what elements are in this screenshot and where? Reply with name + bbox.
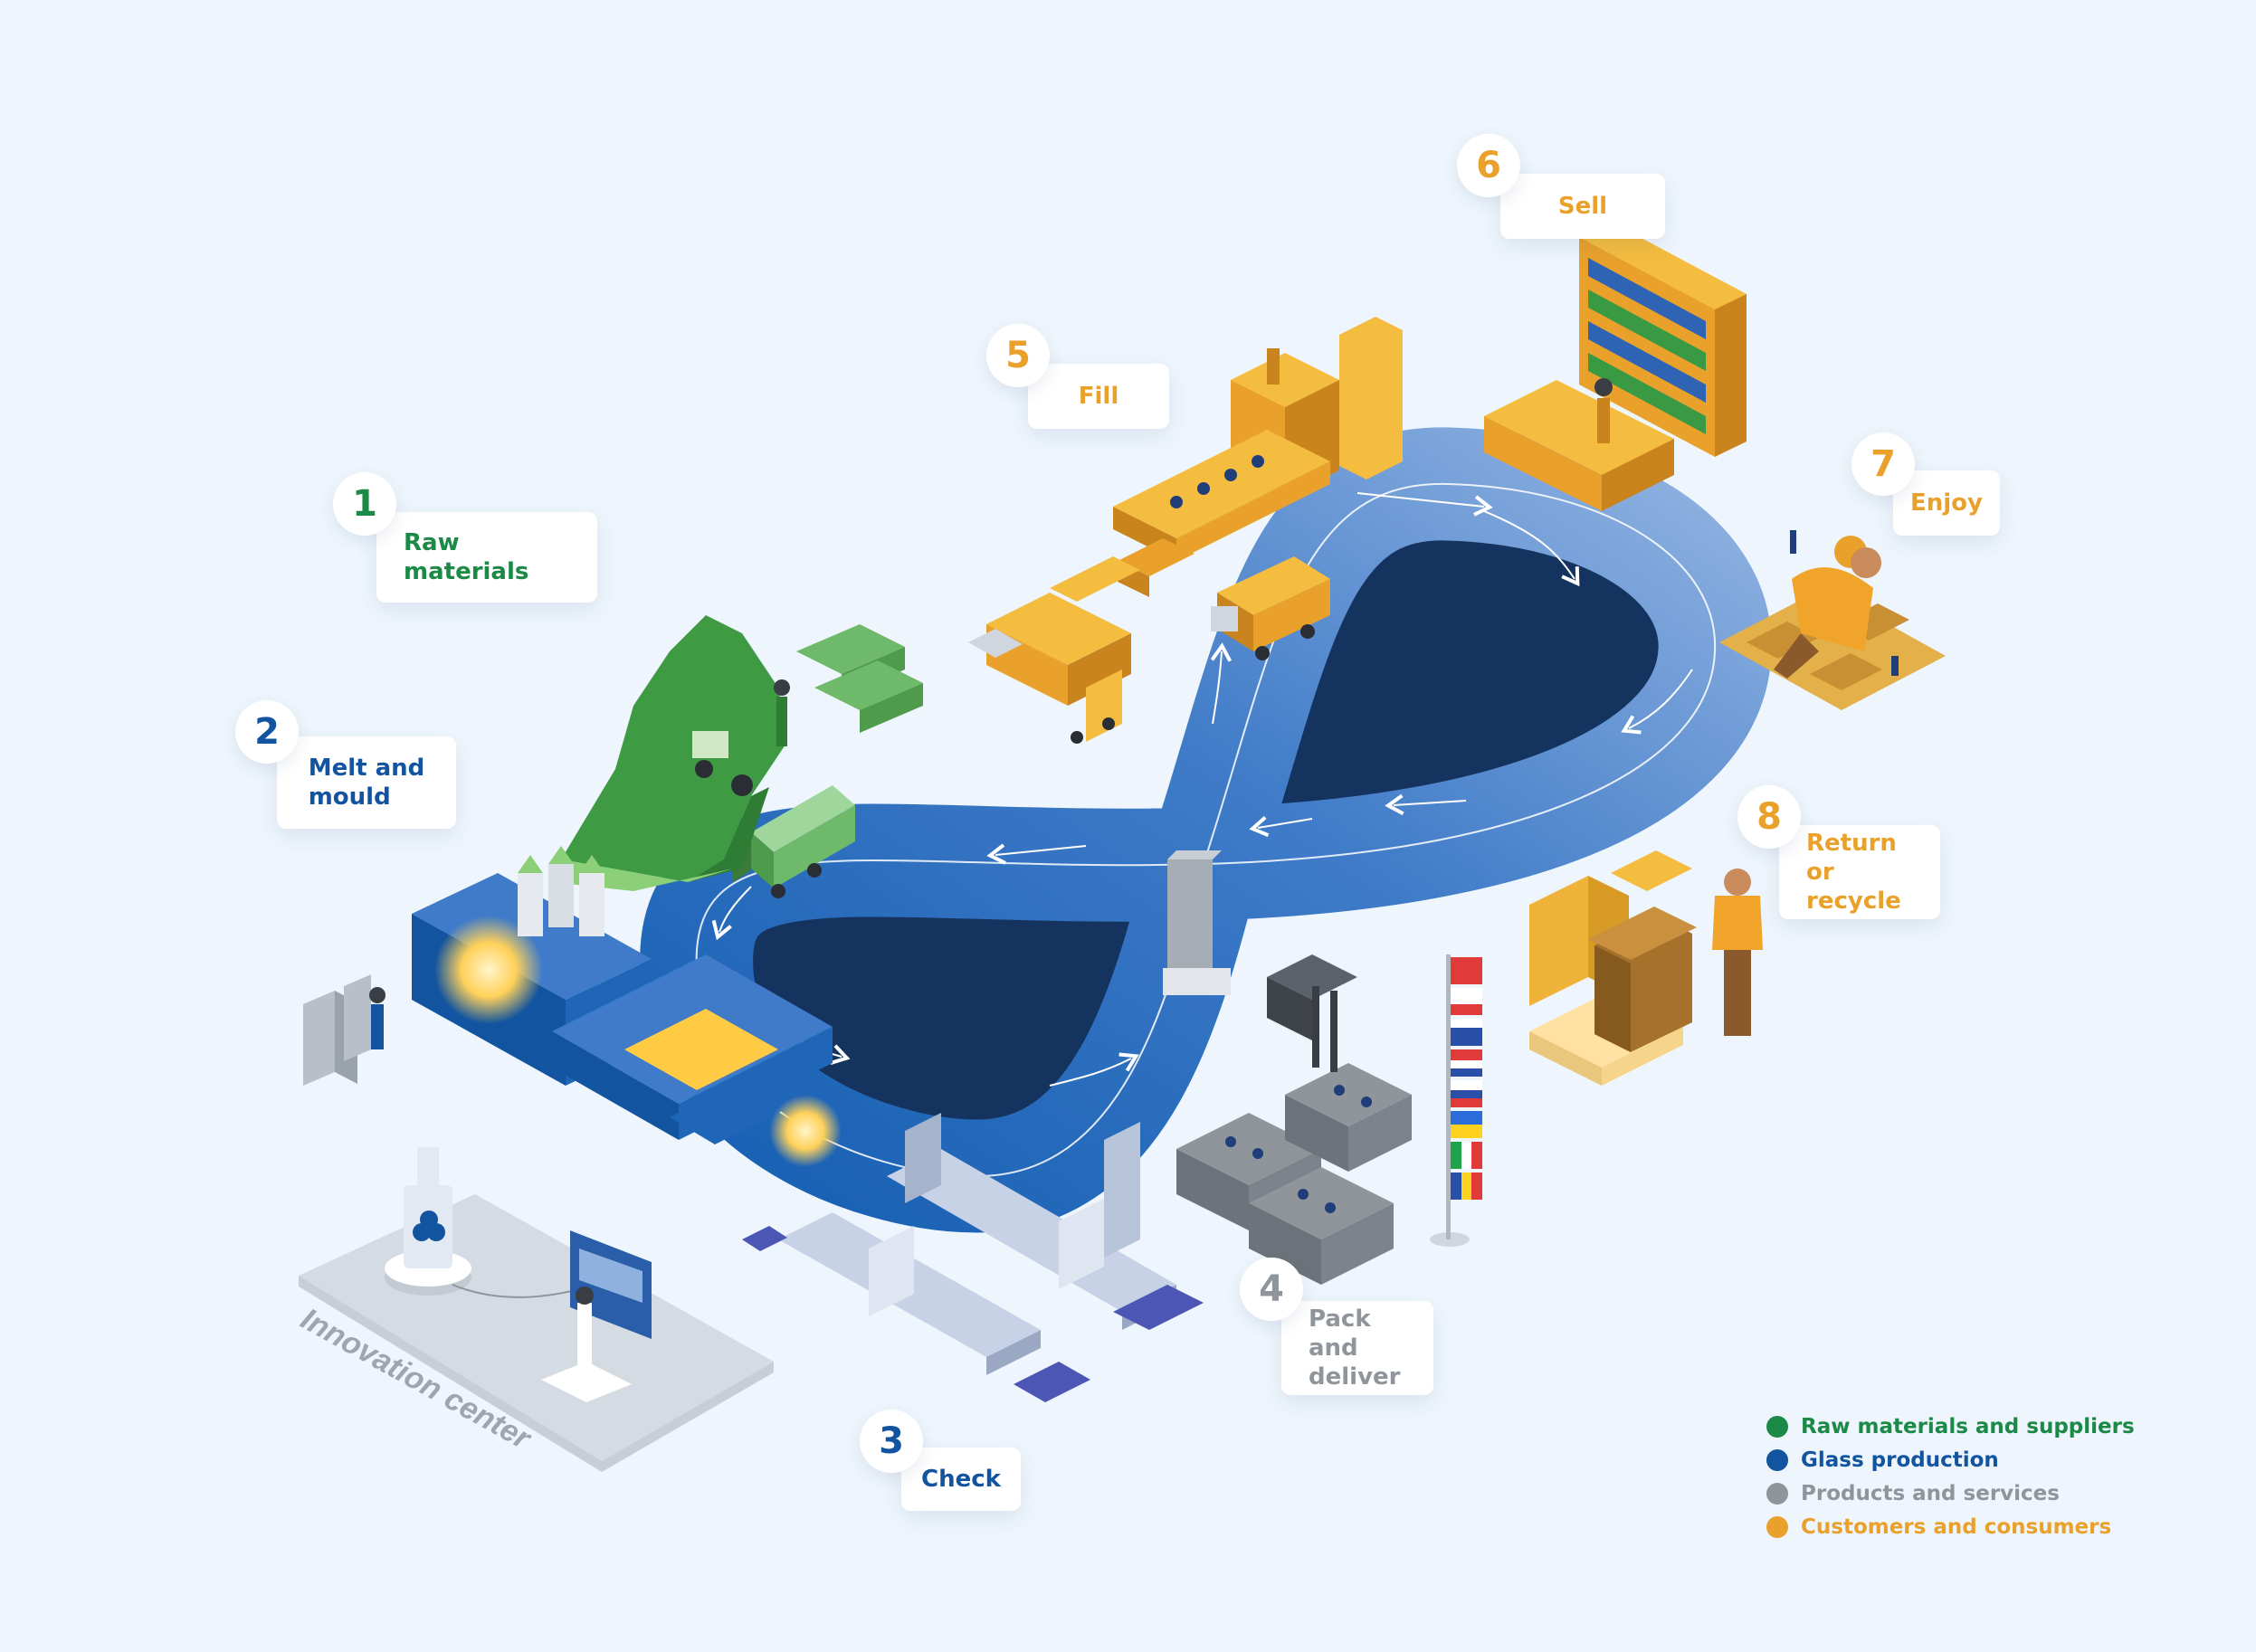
step-6-number: 6 bbox=[1457, 134, 1520, 197]
legend-item-raw-materials: Raw materials and suppliers bbox=[1766, 1410, 2135, 1443]
hill-tractor-icon bbox=[552, 615, 923, 891]
control-cabinet-icon bbox=[303, 974, 386, 1086]
picnic-people-icon bbox=[1719, 530, 1946, 710]
legend: Raw materials and suppliers Glass produc… bbox=[1766, 1410, 2135, 1543]
legend-label: Products and services bbox=[1801, 1481, 2060, 1505]
shop-shelf-icon bbox=[1484, 222, 1747, 511]
legend-item-glass-production: Glass production bbox=[1766, 1443, 2135, 1476]
legend-label: Customers and consumers bbox=[1801, 1514, 2112, 1539]
legend-label: Raw materials and suppliers bbox=[1801, 1414, 2135, 1438]
step-8-label: Return or recycle bbox=[1779, 825, 1940, 919]
step-1-number: 1 bbox=[333, 472, 396, 536]
legend-item-customers: Customers and consumers bbox=[1766, 1510, 2135, 1543]
step-1-label: Raw materials bbox=[376, 512, 597, 603]
step-3-number: 3 bbox=[860, 1410, 923, 1473]
country-flags-icon bbox=[1430, 954, 1482, 1247]
legend-dot-green bbox=[1766, 1415, 1788, 1438]
step-7-label: Enjoy bbox=[1893, 470, 2000, 536]
step-8-number: 8 bbox=[1737, 785, 1801, 849]
legend-label: Glass production bbox=[1801, 1448, 1999, 1472]
innovation-center bbox=[299, 1147, 774, 1472]
lab-bottle-icon bbox=[385, 1147, 471, 1296]
step-6-label: Sell bbox=[1500, 174, 1665, 239]
step-5-label: Fill bbox=[1028, 364, 1169, 429]
legend-dot-gray bbox=[1766, 1482, 1788, 1505]
filling-line-icon bbox=[1113, 317, 1403, 597]
step-4-number: 4 bbox=[1240, 1258, 1303, 1321]
boxes-forklift-icon bbox=[1176, 954, 1412, 1285]
warehouse-shelves-icon bbox=[968, 556, 1140, 744]
silos-icon bbox=[518, 846, 604, 936]
display-screen-icon bbox=[541, 1230, 652, 1402]
legend-dot-orange bbox=[1766, 1515, 1788, 1538]
step-3-label: Check bbox=[901, 1448, 1021, 1511]
legend-item-products-services: Products and services bbox=[1766, 1476, 2135, 1510]
step-2-number: 2 bbox=[235, 700, 299, 764]
step-4-label: Pack and deliver bbox=[1281, 1301, 1433, 1395]
glass-furnace-icon bbox=[303, 846, 842, 1167]
inspection-line-icon bbox=[742, 1113, 1204, 1402]
legend-dot-blue bbox=[1766, 1448, 1788, 1471]
step-5-number: 5 bbox=[986, 324, 1050, 387]
recycling-bin-icon bbox=[1529, 850, 1763, 1086]
orange-van-icon bbox=[1211, 556, 1330, 660]
step-2-label: Melt and mould bbox=[277, 736, 456, 829]
gray-truck-icon bbox=[1163, 850, 1231, 995]
step-7-number: 7 bbox=[1851, 432, 1915, 496]
